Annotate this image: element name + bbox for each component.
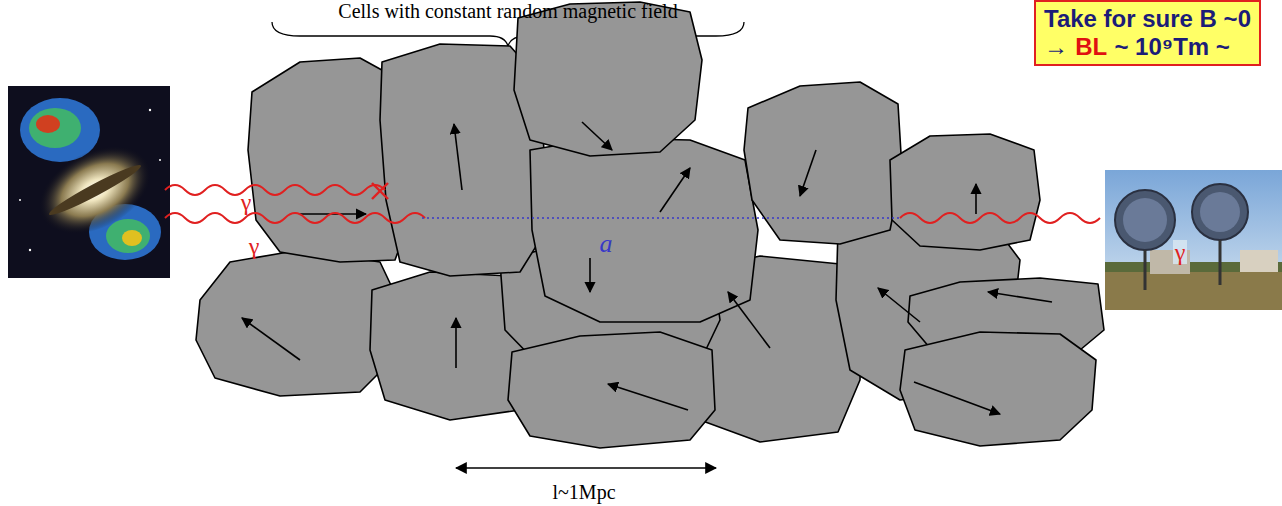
magnetic-cells: [196, 2, 1104, 448]
telescope-image: [1105, 170, 1282, 310]
field-arrows: [242, 122, 1052, 414]
note-text: ~ 10⁹Tm ~: [1114, 33, 1229, 60]
highlight-text: BL: [1075, 33, 1107, 60]
photon-label: γ: [249, 234, 260, 258]
dimension-arrow: [456, 467, 716, 469]
photon-label: γ: [1173, 240, 1188, 264]
axion-path: [422, 217, 900, 219]
absorption-cross: [372, 183, 388, 199]
note-text: →: [1044, 33, 1068, 60]
note-text: Take for sure B ~0: [1044, 5, 1251, 32]
galaxy-image: [8, 86, 170, 278]
dimension-label: l~1Mpc: [552, 482, 615, 502]
photon-label: γ: [241, 190, 252, 214]
title-label: Cells with constant random magnetic fiel…: [338, 1, 677, 21]
note-box: Take for sure B ~0→ BL ~ 10⁹Tm ~: [1034, 0, 1261, 66]
axion-label: a: [600, 231, 613, 257]
photon-paths: [165, 185, 1100, 223]
